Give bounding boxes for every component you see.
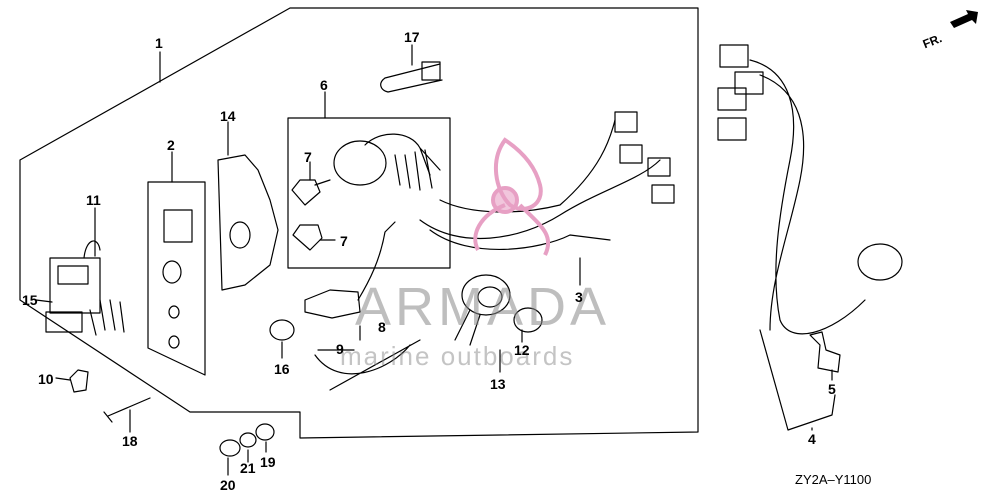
watermark-tagline: marine outboards	[340, 341, 574, 371]
callout-20: 20	[220, 477, 236, 493]
callout-19: 19	[260, 454, 276, 470]
key-2	[292, 224, 323, 251]
assembly-outline	[19, 7, 699, 439]
mounting-bracket	[217, 154, 279, 291]
callout-17: 17	[404, 29, 420, 45]
buzzer-cover	[513, 307, 543, 333]
harness-clip	[809, 331, 841, 373]
callout-3: 3	[575, 289, 583, 305]
callout-9: 9	[336, 341, 344, 357]
callout-12: 12	[514, 342, 530, 358]
screw	[103, 397, 151, 423]
callout-5: 5	[828, 381, 836, 397]
washer-21	[239, 432, 257, 448]
stop-switch	[304, 289, 361, 319]
callout-15: 15	[22, 292, 38, 308]
harness-connector-round	[857, 243, 903, 281]
lanyard-cord	[314, 339, 421, 391]
washer-20	[219, 439, 241, 457]
callout-7b: 7	[340, 233, 348, 249]
callout-16: 16	[274, 361, 290, 377]
callout-11: 11	[86, 192, 101, 208]
front-label: FR.	[921, 31, 944, 51]
callout-18: 18	[122, 433, 138, 449]
callout-10: 10	[38, 371, 54, 387]
cable-band	[380, 63, 443, 93]
front-direction-indicator: FR.	[921, 10, 978, 51]
callouts: 1 2 3 4 5 6 7 7 8 9 10 11 12 13 14 15 16…	[22, 29, 836, 493]
callout-14: 14	[220, 108, 236, 124]
warning-buzzer	[461, 274, 511, 316]
callout-8: 8	[378, 319, 386, 335]
subassembly-box-6	[287, 117, 451, 269]
ignition-switch-body	[333, 140, 387, 186]
key-1	[291, 179, 331, 206]
callout-21: 21	[240, 460, 256, 476]
switch-housing	[49, 257, 101, 314]
nut-bushing	[269, 319, 295, 341]
front-arrow-icon	[950, 10, 978, 28]
extension-harness	[749, 59, 866, 335]
watermark: ARMADA marine outboards	[340, 137, 610, 371]
callout-7a: 7	[304, 149, 312, 165]
hex-nut	[255, 423, 275, 441]
callout-6: 6	[320, 77, 328, 93]
main-wire-harness	[419, 119, 661, 251]
callout-4: 4	[808, 431, 816, 447]
diagram-code: ZY2A–Y1100	[795, 472, 871, 487]
watermark-brand: ARMADA	[355, 277, 610, 337]
propeller-logo-icon	[473, 137, 551, 256]
callout-2: 2	[167, 137, 175, 153]
callout-1: 1	[155, 35, 163, 51]
wire-clip	[69, 369, 89, 393]
control-panel-plate	[147, 181, 206, 376]
callout-13: 13	[490, 376, 506, 392]
